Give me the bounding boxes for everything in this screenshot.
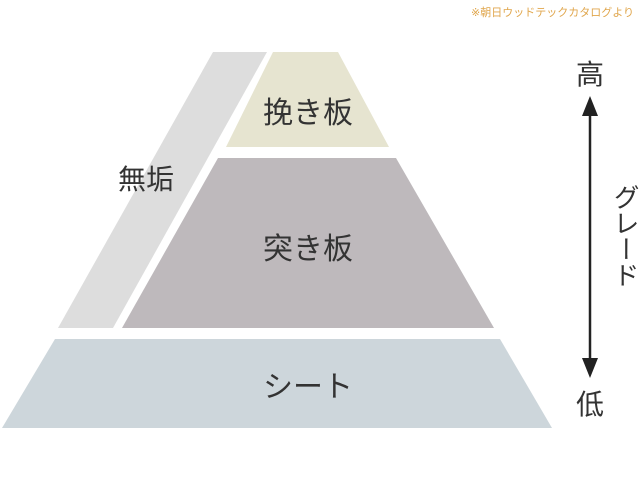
muku-label: 無垢	[118, 163, 174, 196]
scale-high-label: 高	[576, 58, 604, 91]
grade-axis-label: グレード	[609, 184, 639, 288]
tier-bottom-label: シート	[263, 370, 353, 405]
tier-middle	[122, 158, 494, 328]
tier-top-label: 挽き板	[263, 96, 353, 131]
tier-top	[226, 52, 389, 147]
arrow-down-icon	[582, 358, 598, 378]
tier-middle-label: 突き板	[263, 232, 353, 267]
muku-band	[58, 52, 267, 328]
tier-bottom	[2, 339, 552, 428]
scale-low-label: 低	[576, 388, 604, 421]
source-note: ※朝日ウッドテックカタログより	[471, 5, 634, 19]
arrow-up-icon	[582, 96, 598, 116]
